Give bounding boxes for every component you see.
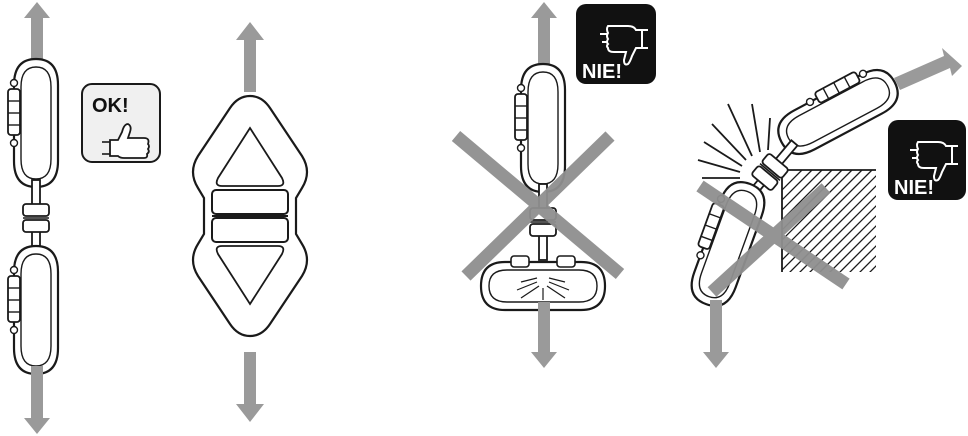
carabiner-top — [513, 62, 567, 194]
nie-badge-right-label: NIE! — [894, 177, 934, 199]
arrow-down-icon — [531, 302, 557, 368]
arrow-down-icon — [24, 366, 50, 434]
cross-mark — [696, 180, 850, 297]
thumbs-up-icon — [102, 123, 150, 159]
carabiner-top — [6, 57, 60, 189]
cross-mark — [451, 131, 625, 281]
nie-badge-top-label: NIE! — [582, 61, 622, 83]
arrow-down-icon — [703, 300, 729, 368]
ok-badge-label: OK! — [92, 95, 129, 117]
arrow-up-right-icon — [894, 48, 962, 90]
arrow-down-icon — [236, 352, 264, 422]
panel-ok-chain: OK! — [6, 2, 161, 434]
arrow-up-icon — [236, 22, 264, 92]
arrow-up-icon — [531, 2, 557, 72]
edge-wall — [781, 169, 876, 272]
panel-swivel-detail — [191, 22, 309, 422]
ok-badge: OK! — [81, 83, 161, 163]
nie-badge-top: NIE! — [576, 4, 656, 84]
arrow-up-icon — [24, 2, 50, 70]
nie-badge-right: NIE! — [888, 120, 966, 200]
carabiner-crossloaded — [479, 255, 607, 312]
carabiner-bottom — [6, 244, 60, 376]
impact-burst — [697, 103, 771, 179]
panel-nie-crossload: NIE! — [451, 2, 656, 368]
swivel — [22, 179, 50, 257]
panel-nie-edge: NIE! — [678, 48, 966, 368]
